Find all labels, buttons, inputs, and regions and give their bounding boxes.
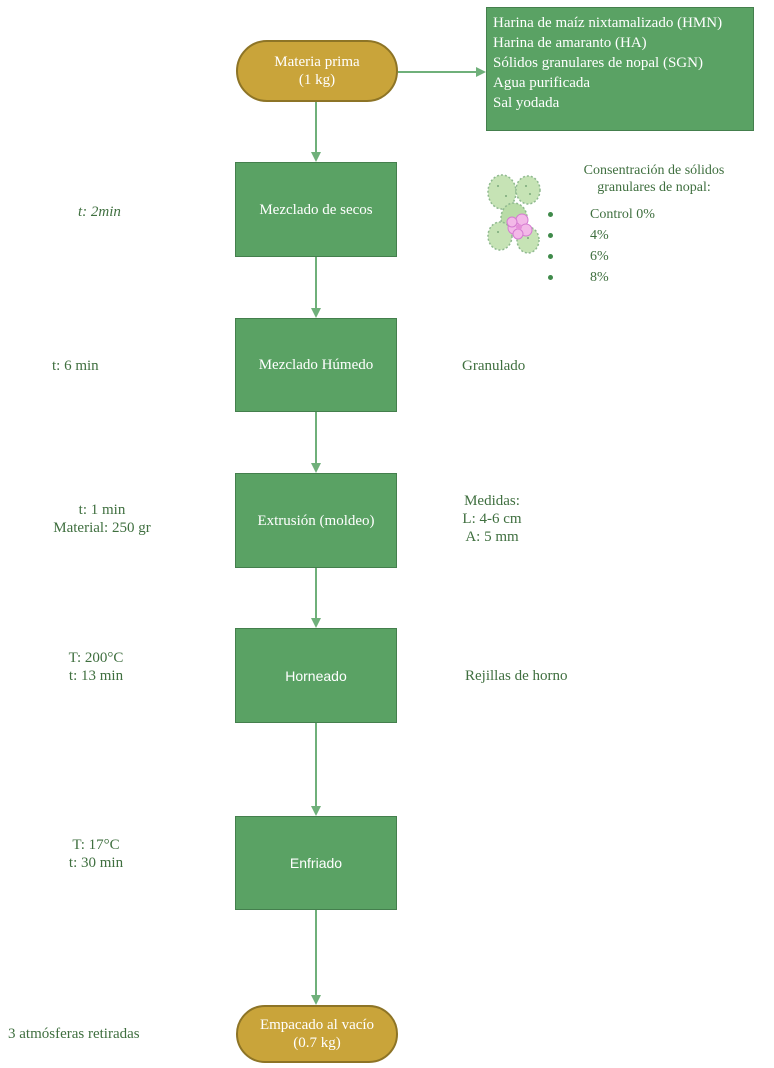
note-line: T: 17°C — [72, 837, 120, 853]
note-atmosferas: 3 atmósferas retiradas — [8, 1026, 140, 1042]
note-horneado-params: T: 200°C t: 13 min — [46, 649, 146, 685]
ingredients-box: Harina de maíz nixtamalizado (HMN) Harin… — [486, 7, 754, 131]
ingredient-item: Sólidos granulares de nopal (SGN) — [493, 55, 703, 71]
ingredient-item: Harina de maíz nixtamalizado (HMN) — [493, 15, 723, 31]
note-medidas: Medidas: L: 4-6 cm A: 5 mm — [448, 492, 536, 546]
list-item: 4% — [548, 225, 655, 246]
step-mezclado-secos: Mezclado de secos — [235, 162, 397, 257]
concentration-title-line1: Consentración de sólidos — [583, 163, 725, 178]
note-granulado: Granulado — [462, 358, 526, 374]
note-line: t: 30 min — [68, 855, 124, 871]
end-label-line1: Empacado al vacío — [259, 1017, 375, 1033]
note-line: T: 200°C — [68, 650, 124, 666]
bullet-icon — [548, 212, 553, 217]
ingredient-item: Harina de amaranto (HA) — [493, 35, 647, 51]
note-enfriado-params: T: 17°C t: 30 min — [56, 836, 136, 872]
step-horneado: Horneado — [235, 628, 397, 723]
note-extrusion-params: t: 1 min Material: 250 gr — [38, 501, 166, 537]
note-line: A: 5 mm — [465, 529, 519, 545]
nopal-cactus-icon — [487, 174, 541, 254]
step-label: Extrusión (moldeo) — [257, 512, 375, 529]
start-terminal: Materia prima (1 kg) — [236, 40, 398, 102]
concentration-title: Consentración de sólidos granulares de n… — [556, 162, 752, 196]
step-enfriado: Enfriado — [235, 816, 397, 910]
note-line: Medidas: — [464, 493, 520, 509]
step-extrusion: Extrusión (moldeo) — [235, 473, 397, 568]
step-label: Mezclado de secos — [259, 201, 373, 218]
list-item: 6% — [548, 246, 655, 267]
bullet-icon — [548, 233, 553, 238]
bullet-icon — [548, 275, 553, 280]
note-line: Material: 250 gr — [53, 520, 151, 536]
end-terminal: Empacado al vacío (0.7 kg) — [236, 1005, 398, 1063]
ingredient-item: Agua purificada — [493, 75, 591, 91]
concentration-title-line2: granulares de nopal: — [597, 180, 711, 195]
note-time-humedo: t: 6 min — [52, 358, 99, 374]
note-line: L: 4-6 cm — [462, 511, 522, 527]
step-label: Horneado — [285, 667, 347, 684]
note-time-secos: t: 2min — [78, 204, 121, 220]
end-label-line2: (0.7 kg) — [293, 1035, 341, 1051]
list-item: 8% — [548, 267, 655, 288]
step-mezclado-humedo: Mezclado Húmedo — [235, 318, 397, 412]
note-rejillas: Rejillas de horno — [465, 668, 568, 684]
start-label-line2: (1 kg) — [298, 72, 336, 88]
note-line: t: 13 min — [68, 668, 124, 684]
list-item: Control 0% — [548, 204, 655, 225]
concentration-list: Control 0% 4% 6% 8% — [548, 204, 655, 288]
note-line: t: 1 min — [78, 502, 126, 518]
bullet-icon — [548, 254, 553, 259]
start-label-line1: Materia prima — [274, 54, 360, 70]
step-label: Enfriado — [289, 855, 343, 871]
step-label: Mezclado Húmedo — [258, 357, 374, 373]
ingredient-item: Sal yodada — [493, 95, 560, 111]
